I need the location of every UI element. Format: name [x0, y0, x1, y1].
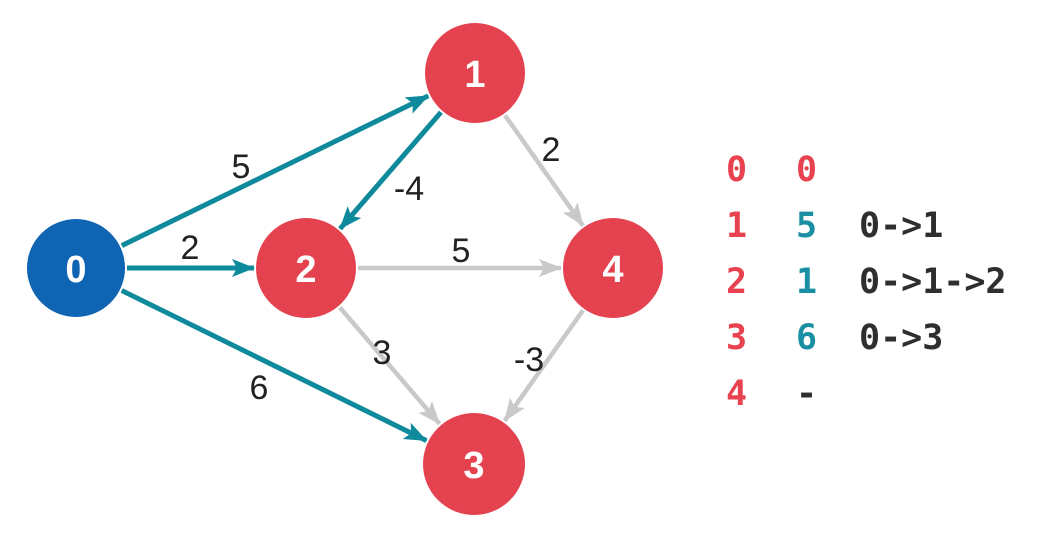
- graph-edge-0-1: [120, 93, 430, 248]
- graph-edge-2-3: [338, 306, 442, 426]
- edge-weight-4-3: -3: [514, 341, 544, 379]
- graph-edge-1-4: [503, 114, 585, 227]
- node-label-0: 0: [65, 249, 86, 291]
- table-path-0: [859, 142, 1007, 198]
- node-label-3: 3: [463, 445, 484, 487]
- distance-table: 0 0 1 5 0->1 2 1 0->1->2 3 6 0->3 4 -: [726, 142, 1007, 422]
- table-path-1: 0->1: [859, 206, 944, 246]
- edge-weight-0-3: 6: [250, 369, 269, 407]
- graph-node-1: [425, 23, 525, 123]
- table-vertex-3: 3: [726, 318, 748, 358]
- graph-edge-4-3: [502, 309, 585, 423]
- graph-edge-0-3: [120, 288, 428, 443]
- node-label-2: 2: [295, 249, 316, 291]
- table-distance-4: -: [796, 374, 818, 414]
- table-path-3: 0->3: [859, 318, 944, 358]
- table-vertex-0: 0: [726, 150, 748, 190]
- edge-weight-0-1: 5: [232, 148, 251, 186]
- table-path-4: [859, 366, 1007, 422]
- edge-weight-2-4: 5: [452, 232, 471, 270]
- edge-weight-1-4: 2: [542, 131, 561, 169]
- edges-layer: [120, 93, 585, 443]
- table-distance-1: 5: [796, 206, 818, 246]
- node-label-1: 1: [464, 54, 485, 96]
- graph-node-2: [256, 218, 356, 318]
- node-label-4: 4: [602, 249, 623, 291]
- table-vertex-2: 2: [726, 262, 748, 302]
- table-distance-0: 0: [796, 150, 818, 190]
- edge-weight-0-2: 2: [181, 229, 200, 267]
- edge-labels-layer: 5 2 6 -4 2 5 3 -3: [181, 131, 561, 407]
- edge-weight-2-3: 3: [373, 334, 392, 372]
- table-vertex-4: 4: [726, 374, 748, 414]
- table-distance-3: 6: [796, 318, 818, 358]
- table-distance-2: 1: [796, 262, 818, 302]
- nodes-layer: 0 1 2 3 4: [27, 23, 663, 515]
- graph-edge-1-2: [338, 110, 443, 231]
- graph-node-0: [27, 219, 125, 317]
- table-vertex-1: 1: [726, 206, 748, 246]
- graph-canvas: 5 2 6 -4 2 5 3 -3 0 1 2 3 4: [27, 23, 663, 515]
- graph-node-3: [423, 413, 525, 515]
- edge-weight-1-2: -4: [394, 170, 424, 208]
- graph-node-4: [563, 218, 663, 318]
- table-path-2: 0->1->2: [859, 262, 1007, 302]
